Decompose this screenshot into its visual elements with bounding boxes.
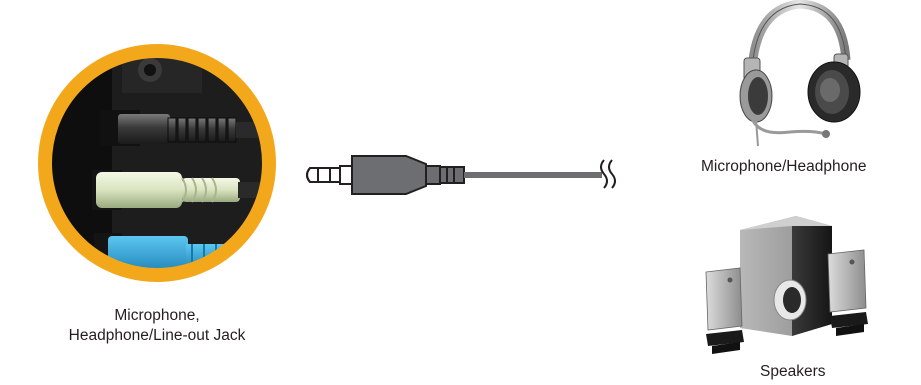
audio-jack-plug-icon [300,152,630,198]
jack-closeup [32,38,282,288]
jack-caption: Microphone, Headphone/Line-out Jack [32,306,282,346]
jack-caption-line2: Headphone/Line-out Jack [32,326,282,346]
headphone-label: Microphone/Headphone [701,157,866,177]
speakers-label: Speakers [760,362,825,382]
jack-caption-line1: Microphone, [32,306,282,326]
speakers-icon [700,208,878,358]
headset-icon [722,0,862,150]
jack-closeup-illustration [32,38,282,288]
